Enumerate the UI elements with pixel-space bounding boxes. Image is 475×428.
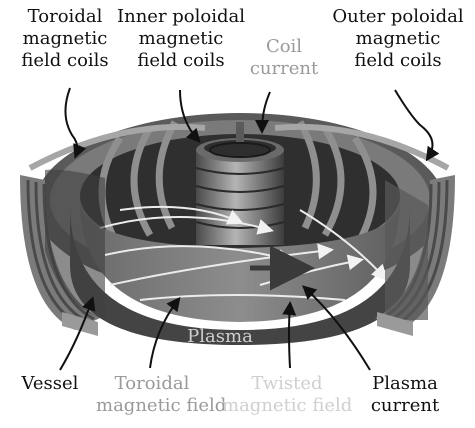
label-line: magnetic xyxy=(6,28,124,50)
label-line: Coil xyxy=(244,36,324,58)
label-line: Plasma xyxy=(360,373,450,395)
label-line: Vessel xyxy=(14,373,86,395)
label-line: Inner poloidal xyxy=(112,6,250,28)
toroidal-coil-stack-right xyxy=(375,175,455,336)
label-toroidal-coils: Toroidal magnetic field coils xyxy=(6,6,124,72)
label-vessel: Vessel xyxy=(14,373,86,395)
label-line: Plasma xyxy=(180,326,260,348)
label-line: Outer poloidal xyxy=(325,6,471,28)
label-line: Twisted xyxy=(222,373,352,395)
label-coil-current: Coil current xyxy=(244,36,324,80)
label-line: field coils xyxy=(325,50,471,72)
label-inner-poloidal-coils: Inner poloidal magnetic field coils xyxy=(112,6,250,72)
label-plasma-current: Plasma current xyxy=(360,373,450,417)
label-line: current xyxy=(360,395,450,417)
toroidal-coil-stack-left xyxy=(20,170,105,336)
label-line: field coils xyxy=(112,50,250,72)
label-line: magnetic field xyxy=(222,395,352,417)
label-line: magnetic xyxy=(325,28,471,50)
label-toroidal-field: Toroidal magnetic field xyxy=(96,373,208,417)
label-line: Toroidal xyxy=(96,373,208,395)
label-line: current xyxy=(244,58,324,80)
label-line: magnetic xyxy=(112,28,250,50)
label-twisted-field: Twisted magnetic field xyxy=(222,373,352,417)
label-line: Toroidal xyxy=(6,6,124,28)
label-plasma: Plasma xyxy=(180,326,260,348)
label-line: magnetic field xyxy=(96,395,208,417)
label-line: field coils xyxy=(6,50,124,72)
label-outer-poloidal-coils: Outer poloidal magnetic field coils xyxy=(325,6,471,72)
